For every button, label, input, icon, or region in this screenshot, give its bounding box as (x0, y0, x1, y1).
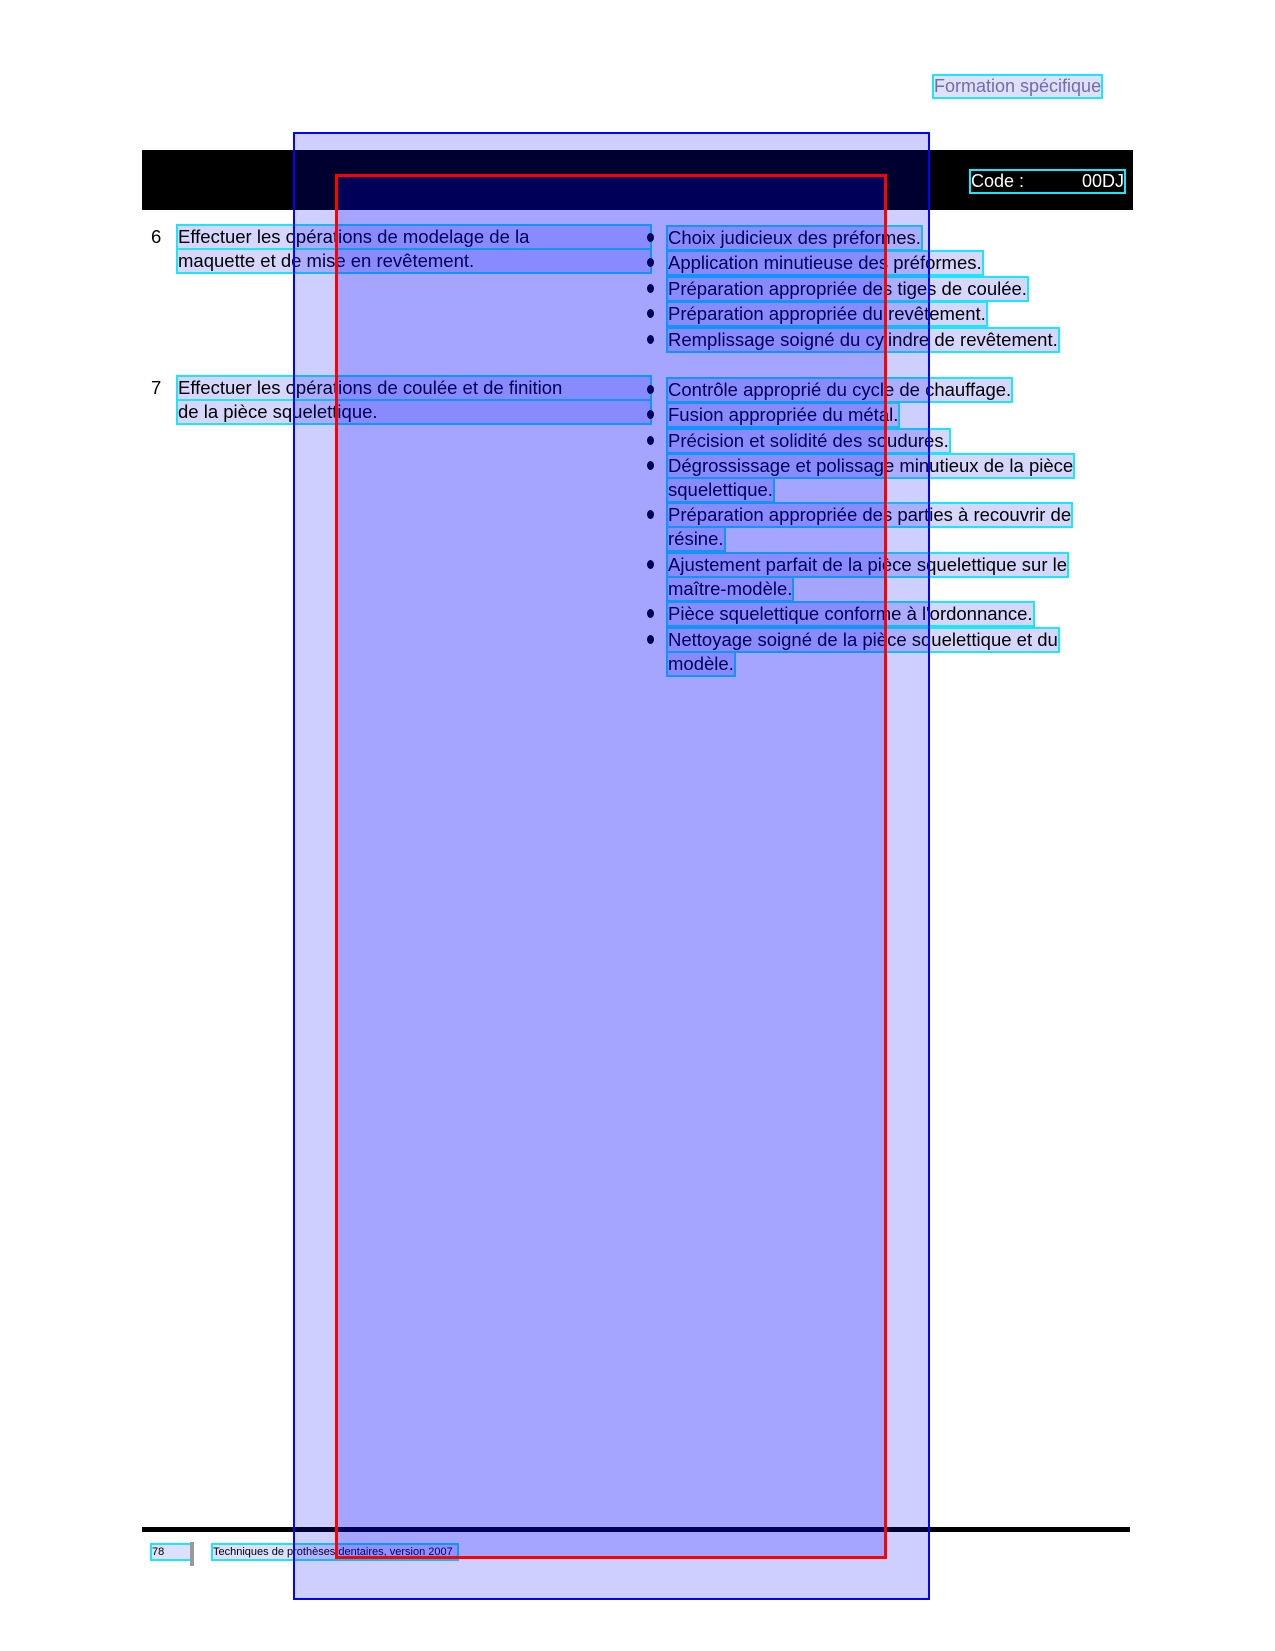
bullet-icon (647, 335, 654, 344)
bullet-icon (647, 609, 654, 618)
criterion-line: Préparation appropriée des parties à rec… (665, 502, 1074, 528)
criterion-line: Fusion appropriée du métal. (665, 402, 901, 428)
section-number: 6 (151, 226, 162, 247)
criterion-line: Contrôle approprié du cycle de chauffage… (665, 377, 1014, 403)
criterion-line: Nettoyage soigné de la pièce squelettiqu… (666, 627, 1060, 653)
code-label: Code : (971, 171, 1025, 191)
criterion-line: Pièce squelettique conforme à l'ordonnan… (666, 601, 1035, 627)
criterion-line: modèle. (666, 651, 736, 677)
footer-separator (190, 1542, 194, 1566)
bullet-icon (647, 436, 654, 445)
bullet-icon (647, 385, 654, 394)
criterion-line: Préparation appropriée du revêtement. (666, 301, 988, 327)
bullet-icon (647, 510, 654, 519)
bullet-icon (647, 258, 654, 267)
criterion-line: résine. (666, 526, 726, 552)
criterion-line: Préparation appropriée des tiges de coul… (666, 276, 1029, 302)
code-value: 00DJ (1081, 171, 1124, 191)
criterion-line: Précision et solidité des soudures. (666, 428, 951, 454)
layout-region-overlay (293, 132, 930, 1600)
criterion-line: Choix judicieux des préformes. (666, 225, 923, 251)
bullet-icon (647, 410, 654, 419)
bullet-icon (647, 635, 654, 644)
section-title-line: de la pièce squelettique. (176, 399, 652, 425)
criterion-line: Remplissage soigné du cylindre de revête… (666, 327, 1060, 353)
bullet-icon (647, 284, 654, 293)
criterion-line: maître-modèle. (665, 576, 795, 602)
code-banner (142, 150, 1133, 210)
page-number: 78 (150, 1543, 194, 1561)
section-title-line: Effectuer les opérations de modelage de … (176, 224, 652, 250)
criterion-line: Ajustement parfait de la pièce squeletti… (665, 552, 1070, 578)
program-code: Code : 00DJ (969, 169, 1126, 194)
running-title: Formation spécifique (931, 74, 1104, 99)
bullet-icon (647, 233, 654, 242)
bullet-icon (647, 309, 654, 318)
section-title-line: Effectuer les opérations de coulée et de… (176, 375, 652, 401)
bullet-icon (647, 560, 654, 569)
criterion-line: Application minutieuse des préformes. (666, 250, 984, 276)
section-number: 7 (151, 377, 162, 398)
footer-document-title: Techniques de prothèses dentaires, versi… (211, 1543, 459, 1561)
section-title-line: maquette et de mise en revêtement. (176, 248, 652, 274)
criterion-line: Dégrossissage et polissage minutieux de … (665, 453, 1076, 479)
footer-rule (142, 1527, 1130, 1532)
criterion-line: squelettique. (666, 477, 775, 503)
bullet-icon (647, 461, 654, 470)
